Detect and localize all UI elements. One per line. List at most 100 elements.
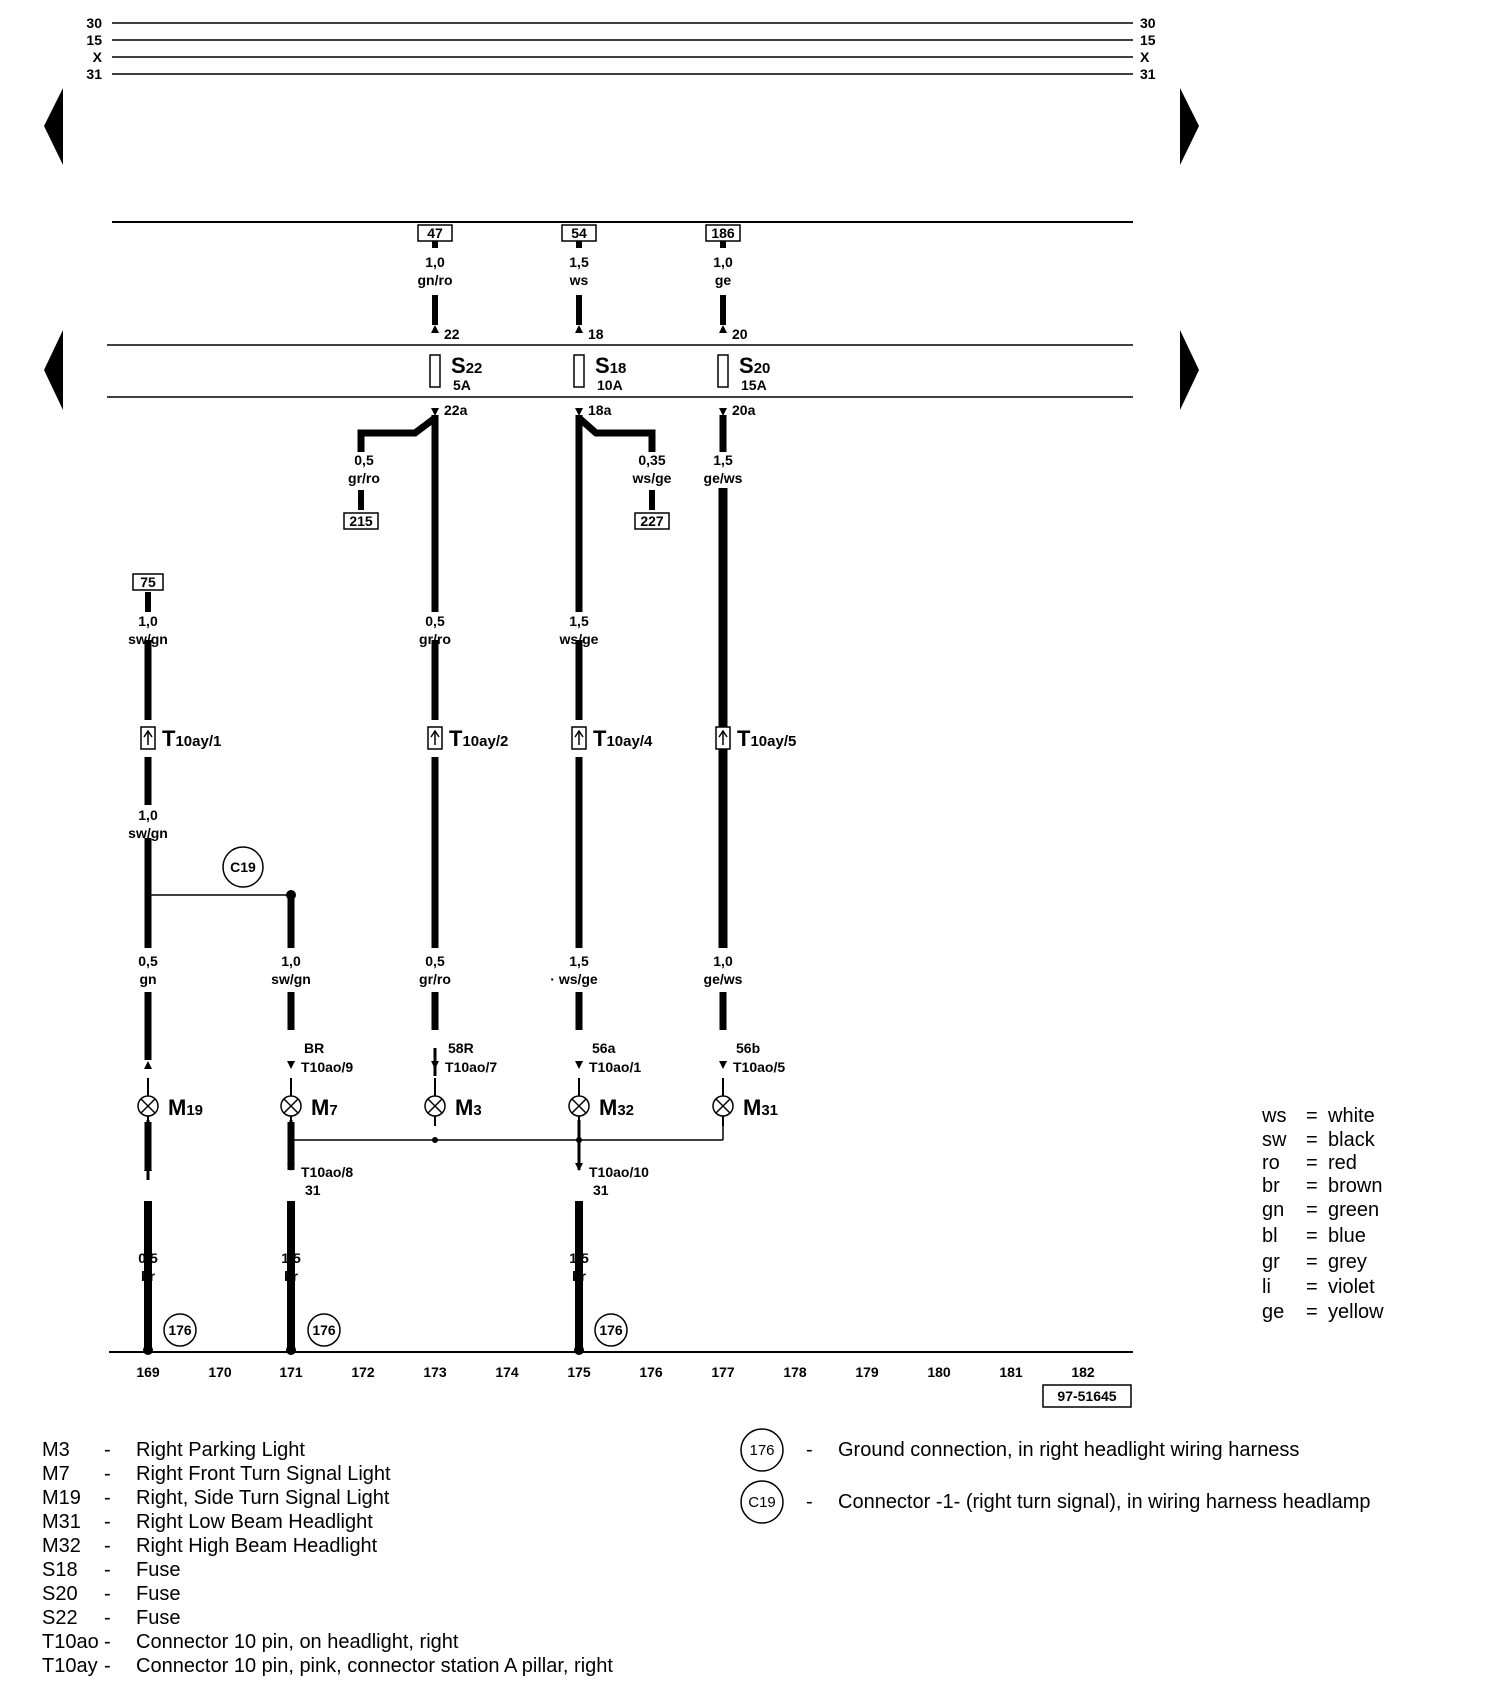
ref-box-label: 186 [711, 225, 735, 241]
ground-connection-icon [740, 1428, 784, 1472]
color-eq: = [1306, 1129, 1318, 1151]
color-name: grey [1328, 1251, 1367, 1273]
wire-size: 1,5 [569, 613, 589, 629]
color-name: white [1327, 1105, 1375, 1127]
lamp-label: M19 [168, 1095, 203, 1120]
legend-desc: Right, Side Turn Signal Light [136, 1487, 390, 1509]
connector-label: T10ay/5 [737, 726, 796, 751]
wire-color: gr/ro [419, 631, 451, 647]
prev-page-arrow-icon[interactable] [44, 330, 63, 410]
wire-size: 1,0 [281, 953, 301, 969]
terminal-label: 22a [444, 402, 468, 418]
connector-label: T10ay/2 [449, 726, 508, 751]
color-eq: = [1306, 1152, 1318, 1174]
circle-legend-symbol: C19 [748, 1494, 776, 1511]
color-code: sw [1262, 1129, 1287, 1151]
connector-c19-label: C19 [230, 859, 256, 875]
legend-desc: Connector 10 pin, pink, connector statio… [136, 1655, 613, 1677]
wire-size: 0,5 [138, 1250, 158, 1266]
color-code: ws [1261, 1105, 1286, 1127]
pin-bottom: T10ao/7 [445, 1059, 497, 1075]
ref-box-label: 54 [571, 225, 587, 241]
pin-bottom: T10ao/5 [733, 1059, 785, 1075]
color-name: green [1328, 1199, 1379, 1221]
color-code: li [1262, 1276, 1271, 1298]
wire-color: br [284, 1268, 299, 1284]
color-name: brown [1328, 1175, 1382, 1197]
prev-page-arrow-icon[interactable] [44, 88, 63, 165]
wire-color: gr/ro [419, 971, 451, 987]
legend-code: T10ao [42, 1631, 99, 1653]
legend-sep: - [104, 1487, 111, 1509]
color-name: blue [1328, 1225, 1366, 1247]
circle-legend-sep: - [806, 1491, 813, 1513]
fuse-label: S18 [595, 353, 626, 378]
legend-desc: Fuse [136, 1607, 180, 1629]
circle-legend-symbol: 176 [749, 1442, 774, 1459]
rail-label-left: 30 [86, 15, 102, 31]
lamp-label: M3 [455, 1095, 482, 1120]
track-number: 175 [567, 1364, 591, 1380]
fuse-icons [429, 354, 729, 388]
rail-label-left: X [93, 49, 103, 65]
color-code: gn [1262, 1199, 1284, 1221]
color-name: violet [1328, 1276, 1375, 1298]
color-code: br [1262, 1175, 1280, 1197]
next-page-arrow-icon[interactable] [1180, 88, 1199, 165]
ref-box-label: 215 [349, 513, 373, 529]
track-number: 172 [351, 1364, 375, 1380]
ref-box-label: 227 [640, 513, 664, 529]
component-legend: M3 - Right Parking Light M7 - Right Fron… [42, 1439, 613, 1677]
pin-top: 56a [592, 1040, 616, 1056]
legend-code: S22 [42, 1607, 78, 1629]
legend-code: M32 [42, 1535, 81, 1557]
color-code: ro [1262, 1152, 1280, 1174]
legend-code: S20 [42, 1583, 78, 1605]
ground-pin-bottom: 31 [305, 1182, 321, 1198]
ground-pin-bottom: 31 [593, 1182, 609, 1198]
track-number: 177 [711, 1364, 735, 1380]
pin-top: 56b [736, 1040, 760, 1056]
pin-labels: BR T10ao/9 58R T10ao/7 56a T10ao/1 56b T… [301, 1040, 785, 1075]
wire-color: gr/ro [348, 470, 380, 486]
wires [144, 241, 728, 1350]
color-code-legend: ws = white sw = black ro = red br = brow… [1261, 1105, 1384, 1323]
color-eq: = [1306, 1175, 1318, 1197]
ground-pin-top: T10ao/10 [589, 1164, 649, 1180]
ground-connection-icons [163, 1313, 628, 1347]
connector-label: T10ay/4 [593, 726, 653, 751]
connector-c19-icon [222, 846, 264, 888]
legend-sep: - [104, 1655, 111, 1677]
wire-color: sw/gn [271, 971, 311, 987]
wire-size: 0,35 [638, 452, 665, 468]
legend-sep: - [104, 1559, 111, 1581]
pin-bottom: T10ao/9 [301, 1059, 353, 1075]
ground-label: 176 [599, 1322, 623, 1338]
wire-color: · ws/ge [550, 971, 598, 987]
fuse-label: S20 [739, 353, 770, 378]
ref-box-label: 47 [427, 225, 443, 241]
lamp-crosses [140, 1098, 731, 1114]
wire-color: ws/ge [632, 470, 672, 486]
wire-color: ws [569, 272, 589, 288]
wire-color: sw/gn [128, 825, 168, 841]
track-number: 171 [279, 1364, 303, 1380]
track-number: 182 [1071, 1364, 1095, 1380]
next-page-arrow-icon[interactable] [1180, 330, 1199, 410]
wire-color: br [141, 1268, 156, 1284]
ground-pin-top: T10ao/8 [301, 1164, 353, 1180]
wire-color: gn/ro [418, 272, 453, 288]
wire-color: sw/gn [128, 631, 168, 647]
color-eq: = [1306, 1251, 1318, 1273]
legend-sep: - [104, 1535, 111, 1557]
wire-color: ws/ge [559, 631, 599, 647]
legend-desc: Fuse [136, 1559, 180, 1581]
lamp-label: M7 [311, 1095, 338, 1120]
pin-bottom: T10ao/1 [589, 1059, 641, 1075]
track-number: 180 [927, 1364, 951, 1380]
legend-code: M31 [42, 1511, 81, 1533]
rail-label-right: X [1140, 49, 1150, 65]
diagram-id: 97-51645 [1057, 1388, 1116, 1404]
wire-size: 1,5 [569, 1250, 589, 1266]
wire-size: 0,5 [354, 452, 374, 468]
